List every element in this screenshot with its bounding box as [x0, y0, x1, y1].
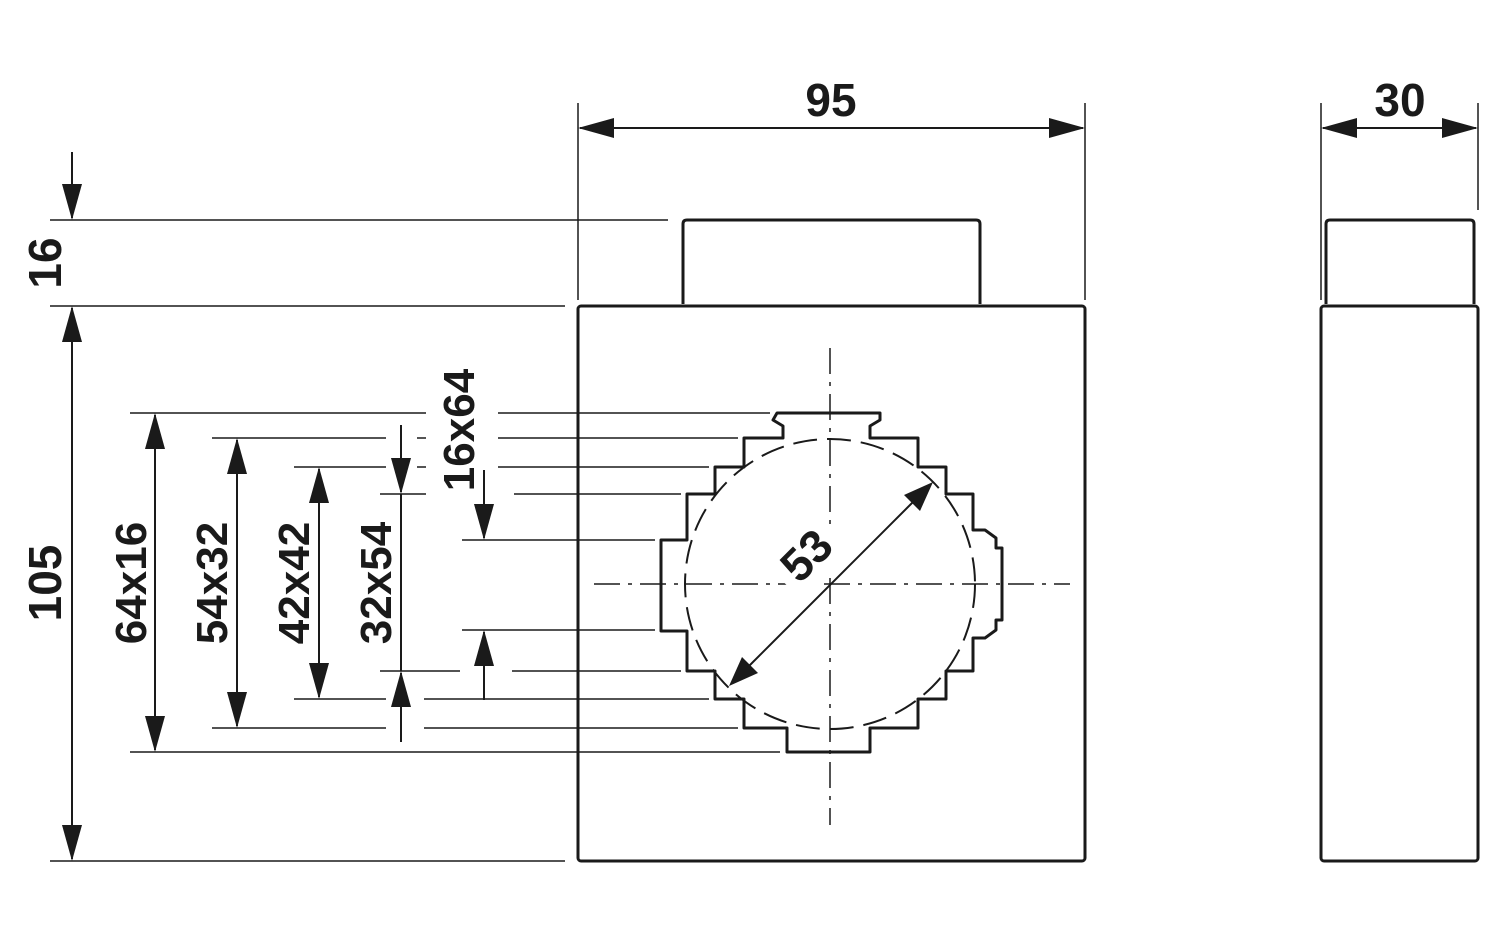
width-arrow-right [1049, 118, 1085, 138]
side-view: 30 [1319, 74, 1480, 863]
front-main-body [576, 304, 1087, 863]
busbar-dim-32x54: 32x54 [352, 425, 411, 742]
diameter-label: 53 [770, 519, 843, 592]
diameter-dimension: 53 [729, 482, 933, 686]
busbar-label-54x32: 54x32 [188, 522, 237, 644]
width-arrow-left [578, 118, 614, 138]
busbar-dim-64x16: 64x16 [107, 413, 165, 752]
busbar-dim-16x64: 16x64 [435, 368, 494, 700]
front-view: 53 [576, 218, 1087, 863]
depth-dimension: 30 [1320, 74, 1479, 300]
top-height-label: 16 [19, 237, 71, 288]
body-height-label: 105 [19, 545, 71, 622]
top-height-arrow [62, 184, 82, 220]
body-height-arrow-top [62, 306, 82, 342]
width-label: 95 [805, 74, 856, 126]
diameter-arrow-top [904, 482, 933, 511]
stepped-opening [659, 411, 1004, 754]
busbar-dimensions: 64x16 54x32 42x42 32x54 [107, 368, 780, 753]
body-height-arrow-bottom [62, 825, 82, 861]
side-main-body [1319, 304, 1480, 863]
side-top-cap [1324, 218, 1476, 304]
depth-arrow-right [1442, 118, 1478, 138]
busbar-label-32x54: 32x54 [352, 521, 401, 644]
busbar-dim-54x32: 54x32 [188, 438, 247, 728]
busbar-label-42x42: 42x42 [270, 522, 319, 644]
busbar-dim-42x42: 42x42 [270, 467, 329, 699]
height-dimensions: 16 105 [19, 152, 668, 862]
busbar-label-16x64: 16x64 [435, 368, 484, 491]
diameter-arrow-bottom [729, 657, 758, 686]
depth-label: 30 [1374, 74, 1425, 126]
width-dimension: 95 [577, 74, 1086, 300]
busbar-label-64x16: 64x16 [107, 522, 156, 644]
depth-arrow-left [1321, 118, 1357, 138]
front-top-cap [681, 218, 982, 304]
